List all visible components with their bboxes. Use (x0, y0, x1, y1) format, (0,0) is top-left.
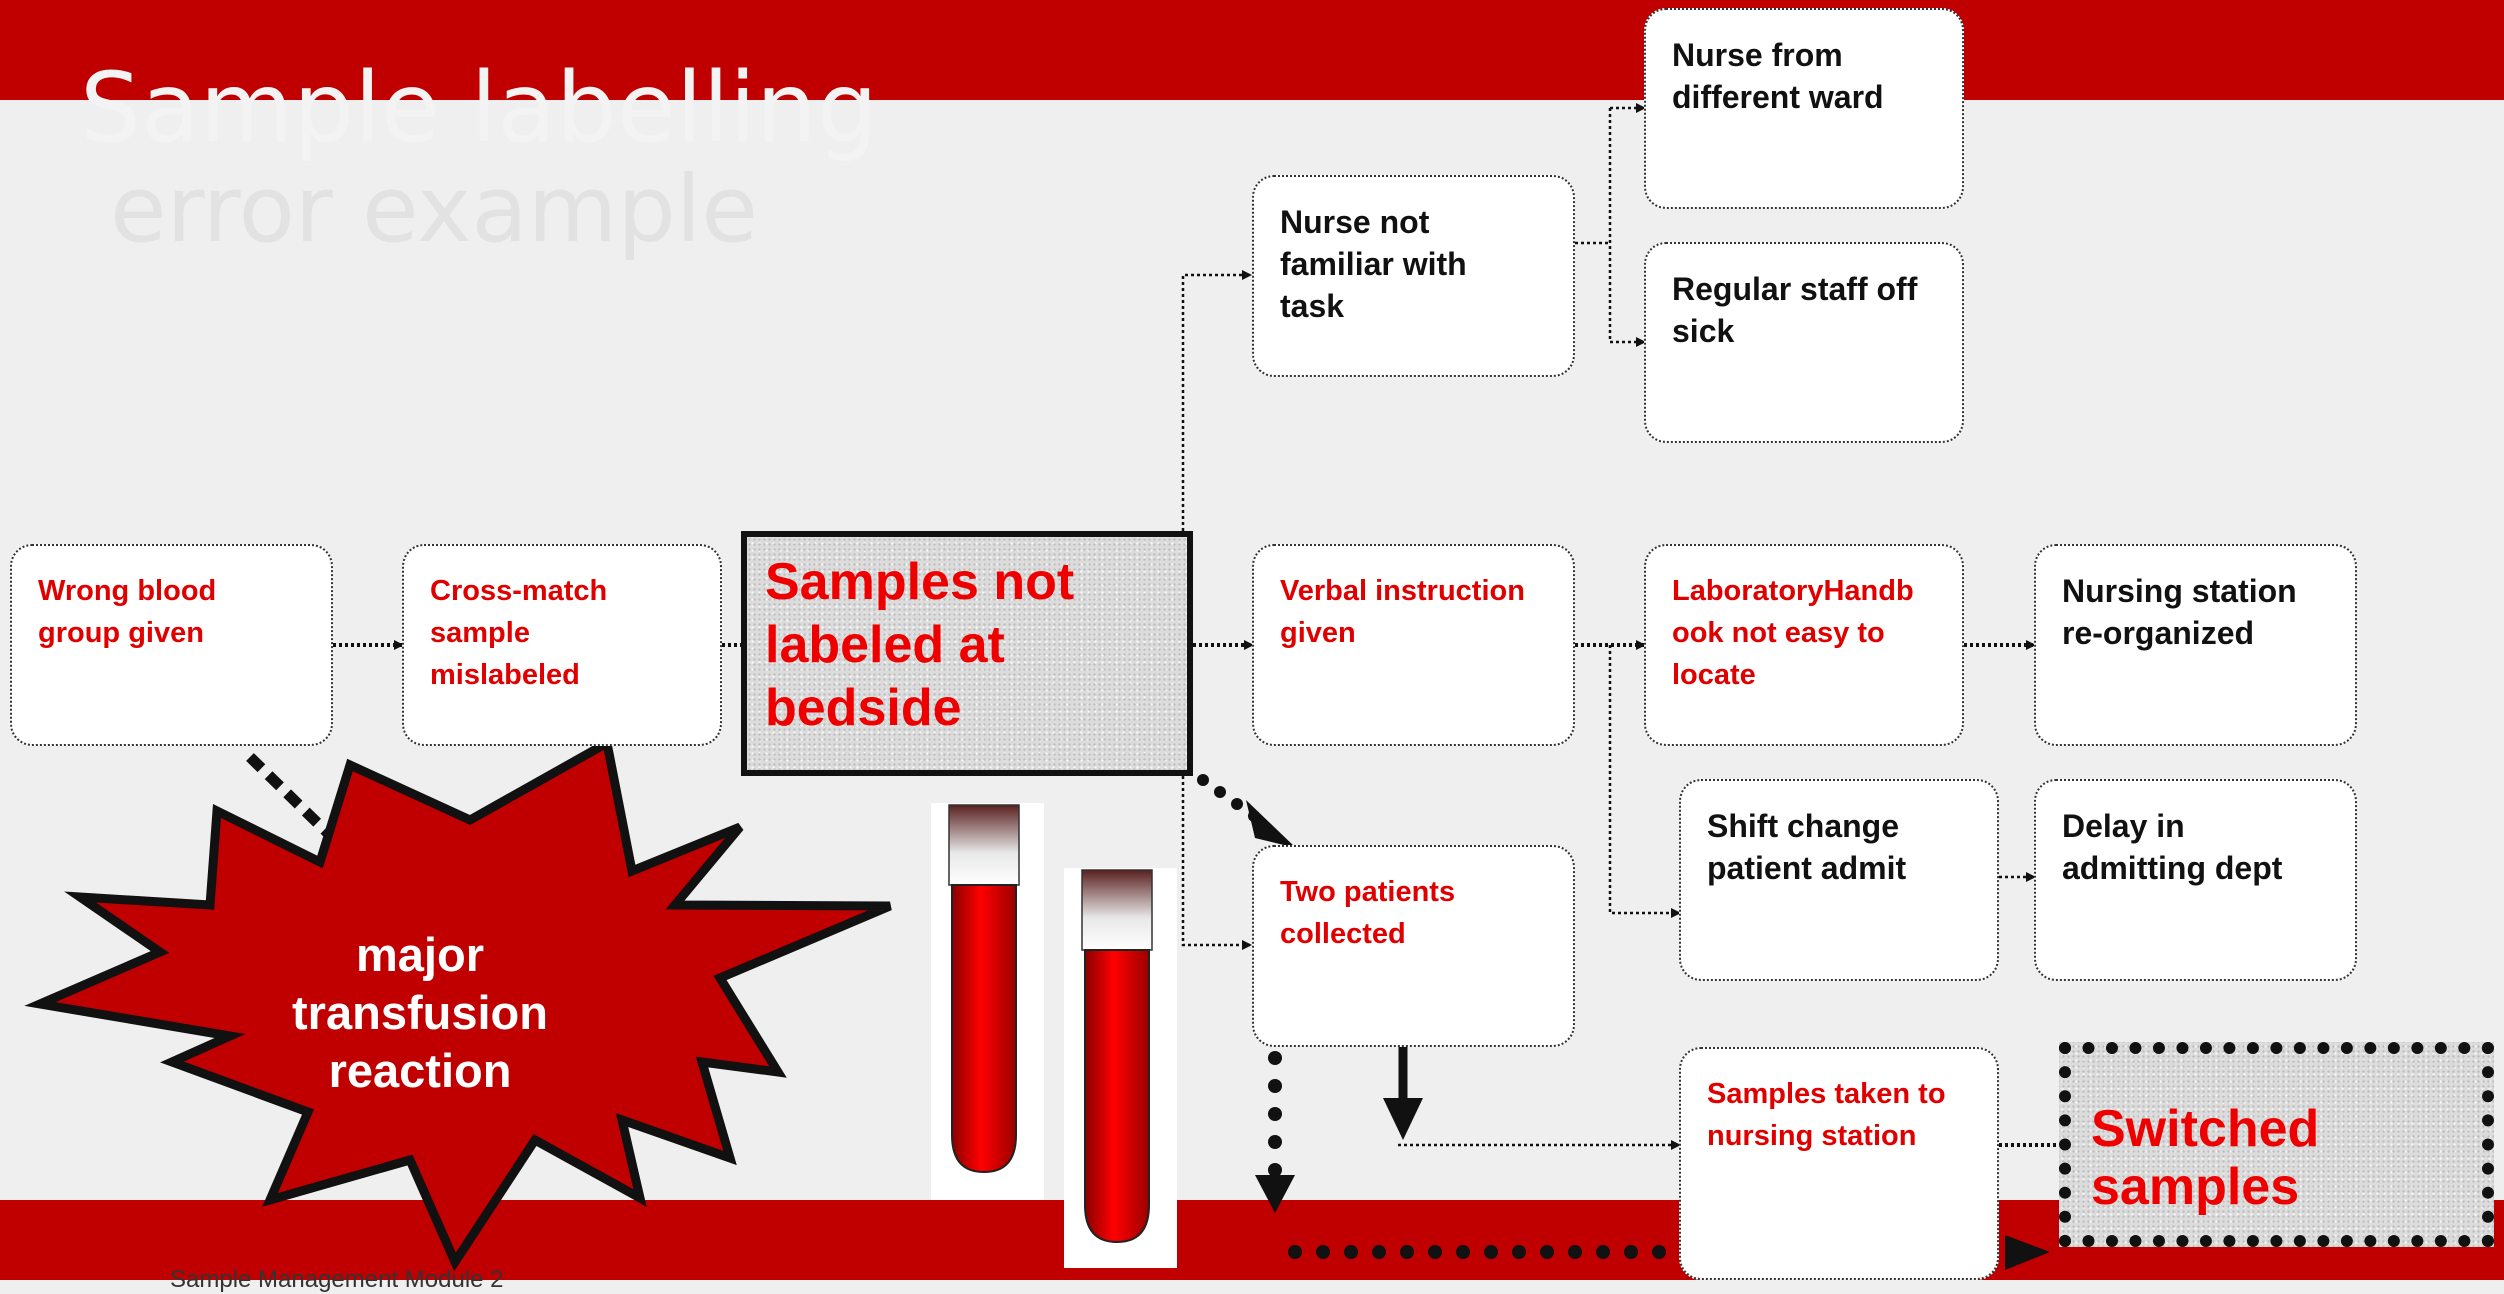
dotted-connector-dot (1596, 1245, 1610, 1259)
dotted-connector-dot (1288, 1245, 1302, 1259)
dotted-connector-dot (1428, 1245, 1442, 1259)
dotted-connector-dot (1540, 1245, 1554, 1259)
dotted-connector-dot (1316, 1245, 1330, 1259)
dotted-connector-dot (1344, 1245, 1358, 1259)
slide-title: Sample labelling (80, 52, 878, 164)
header-band (0, 0, 2504, 100)
dotted-connector-dot (1512, 1245, 1526, 1259)
dotted-connector-dot (1568, 1245, 1582, 1259)
dotted-connector-dot (1624, 1245, 1638, 1259)
dotted-connector-dot (1372, 1245, 1386, 1259)
slide-subtitle: error example (110, 156, 758, 263)
dotted-connector-dot (1400, 1245, 1414, 1259)
dotted-connector-dot (1456, 1245, 1470, 1259)
dotted-connector-dot (1652, 1245, 1666, 1259)
dotted-connector-dot (1484, 1245, 1498, 1259)
